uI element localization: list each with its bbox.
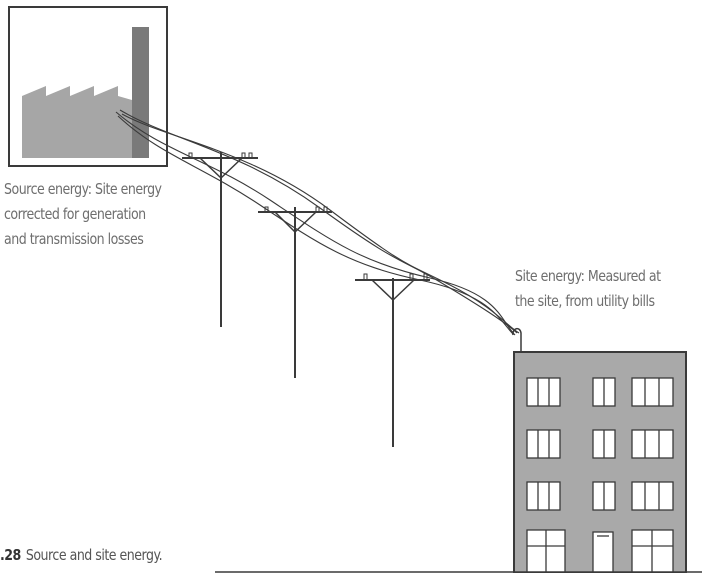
window: [526, 429, 561, 459]
source-label-line-1: Source energy: Site energy: [4, 180, 162, 198]
utility-pole-2: [258, 206, 332, 378]
window: [526, 481, 561, 511]
source-label-line-2: corrected for generation: [4, 205, 146, 223]
utility-pole-3: [355, 273, 430, 447]
power-plant: [8, 6, 168, 167]
source-energy-label: Source energy: Site energy corrected for…: [4, 177, 162, 252]
figure-number: .28: [0, 546, 21, 564]
caption-text: Source and site energy.: [25, 546, 163, 564]
window: [631, 429, 674, 459]
source-label-line-3: and transmission losses: [4, 230, 144, 248]
site-energy-label: Site energy: Measured at the site, from …: [515, 264, 661, 314]
site-label-line-1: Site energy: Measured at: [515, 267, 661, 285]
utility-pole-1: [182, 152, 258, 327]
transmission-wires: [115, 109, 520, 336]
window: [526, 377, 561, 407]
service-drop: [512, 327, 522, 352]
window: [631, 481, 674, 511]
window: [631, 377, 674, 407]
factory-building: [22, 86, 132, 158]
entrance-door: [592, 531, 614, 573]
site-building: [513, 351, 687, 573]
site-label-line-2: the site, from utility bills: [515, 292, 655, 310]
smokestack: [132, 27, 149, 158]
